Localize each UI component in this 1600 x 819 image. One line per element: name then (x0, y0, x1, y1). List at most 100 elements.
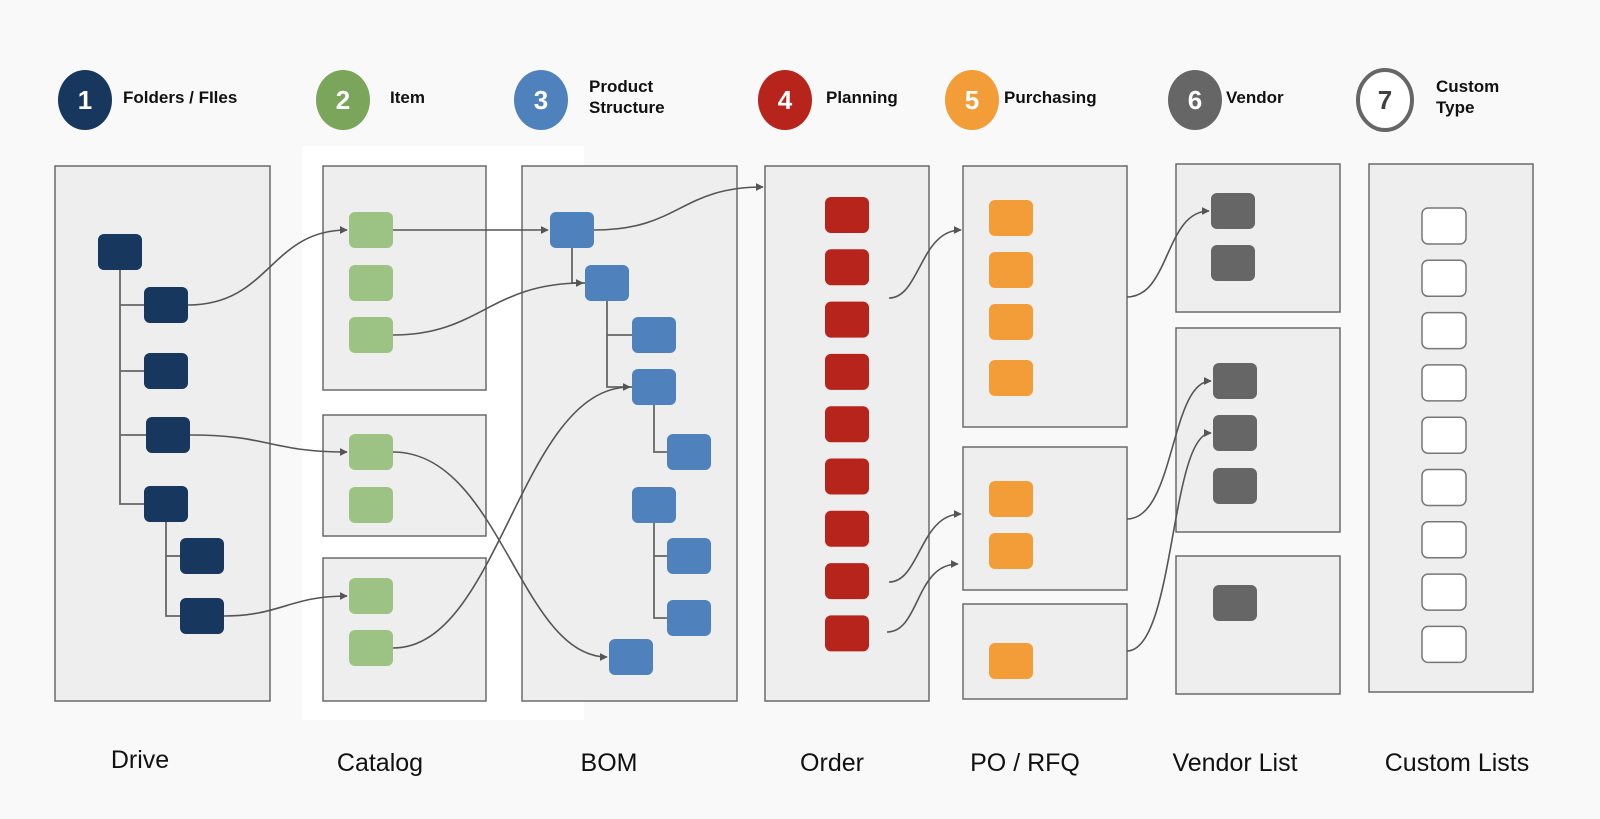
item-node-1[interactable] (349, 212, 393, 248)
legend-badge (945, 70, 999, 130)
catalog-to-bom-2-connector (392, 279, 584, 336)
legend-number: 7 (1378, 85, 1392, 115)
product-node-3[interactable] (632, 317, 676, 353)
vendor-node-3[interactable] (1213, 363, 1257, 399)
purchase-node-5[interactable] (989, 481, 1033, 517)
legend-label: Planning (826, 88, 898, 107)
order-node-3[interactable] (825, 301, 869, 338)
po-rfq-panel-1 (962, 165, 1128, 428)
folder-node-4[interactable] (146, 417, 190, 453)
drive-to-catalog-3-connector (223, 592, 348, 617)
panels (54, 163, 1534, 702)
column-label-po-rfq: PO / RFQ (970, 749, 1080, 777)
column-label-custom-lists: Custom Lists (1385, 749, 1529, 777)
folder-node-2[interactable] (144, 287, 188, 323)
tree-line (165, 522, 180, 617)
column-label-drive: Drive (111, 746, 169, 774)
purchase-node-7[interactable] (989, 643, 1033, 679)
column-label-vendor-list: Vendor List (1172, 749, 1297, 777)
nodes (98, 193, 1467, 679)
catalog-panel-2 (322, 414, 487, 537)
order-node-8[interactable] (825, 563, 869, 600)
legend-label: Product (589, 77, 654, 96)
product-node-9[interactable] (609, 639, 653, 675)
catalog-to-bom-4-connector (392, 383, 631, 649)
order-node-4[interactable] (825, 353, 869, 390)
custom-entry-4[interactable] (1421, 364, 1467, 402)
order-to-po-2-connector (888, 510, 962, 583)
custom-entry-7[interactable] (1421, 521, 1467, 559)
item-node-3[interactable] (349, 317, 393, 353)
legend-number: 5 (965, 85, 979, 115)
purchase-node-4[interactable] (989, 360, 1033, 396)
product-node-7[interactable] (667, 538, 711, 574)
column-label-catalog: Catalog (337, 749, 423, 777)
custom-entry-1[interactable] (1421, 207, 1467, 245)
vendor-node-1[interactable] (1211, 193, 1255, 229)
legend-number: 2 (336, 85, 350, 115)
legend-badge (58, 70, 112, 130)
custom-entry-5[interactable] (1421, 416, 1467, 454)
legend-item-4: 4 Planning (758, 70, 898, 130)
legend-label: Custom (1436, 77, 1499, 96)
vendor-node-2[interactable] (1211, 245, 1255, 281)
purchase-node-2[interactable] (989, 252, 1033, 288)
po-rfq-panel-3 (962, 603, 1128, 700)
drive-to-catalog-1-connector (187, 226, 348, 306)
product-node-6[interactable] (632, 487, 676, 523)
custom-entry-6[interactable] (1421, 468, 1467, 507)
order-node-6[interactable] (825, 458, 869, 495)
legend-label: Structure (589, 98, 665, 117)
column-label-order: Order (800, 749, 864, 777)
purchase-node-3[interactable] (989, 304, 1033, 340)
tree-line (653, 523, 667, 619)
product-node-1[interactable] (550, 212, 594, 248)
item-node-4[interactable] (349, 434, 393, 470)
vendor-panel-3 (1175, 555, 1341, 695)
item-node-7[interactable] (349, 630, 393, 666)
legend-badge (1356, 68, 1414, 132)
custom-entry-3[interactable] (1421, 311, 1467, 350)
legend-badge (1168, 70, 1222, 130)
folder-node-3[interactable] (144, 353, 188, 389)
folder-node-7[interactable] (180, 598, 224, 634)
item-node-5[interactable] (349, 487, 393, 523)
order-node-7[interactable] (825, 510, 869, 547)
folder-node-6[interactable] (180, 538, 224, 574)
tree-line (653, 405, 667, 453)
vendor-node-6[interactable] (1213, 585, 1257, 621)
po-to-vendor-1-connector (1126, 207, 1210, 298)
order-node-9[interactable] (825, 615, 869, 652)
product-node-2[interactable] (585, 265, 629, 301)
custom-entry-9[interactable] (1421, 625, 1467, 664)
vendor-panel-2 (1175, 327, 1341, 533)
product-node-5[interactable] (667, 434, 711, 470)
legend-number: 4 (778, 85, 793, 115)
custom-entry-2[interactable] (1421, 259, 1467, 298)
legend-label: Item (390, 88, 425, 107)
legend-badge (316, 70, 370, 130)
product-node-8[interactable] (667, 600, 711, 636)
custom-entry-8[interactable] (1421, 573, 1467, 611)
order-to-po-1-connector (888, 226, 962, 299)
purchase-node-6[interactable] (989, 533, 1033, 569)
order-node-1[interactable] (825, 197, 869, 233)
folder-node-5[interactable] (144, 486, 188, 522)
product-node-4[interactable] (632, 369, 676, 405)
item-node-2[interactable] (349, 265, 393, 301)
vendor-node-4[interactable] (1213, 415, 1257, 451)
order-node-5[interactable] (825, 406, 869, 443)
order-node-2[interactable] (825, 249, 869, 286)
legend-number: 1 (78, 85, 92, 115)
tree-line (119, 270, 144, 505)
item-node-6[interactable] (349, 578, 393, 614)
vendor-node-5[interactable] (1213, 468, 1257, 504)
folder-node-1[interactable] (98, 234, 142, 270)
purchase-node-1[interactable] (989, 200, 1033, 236)
